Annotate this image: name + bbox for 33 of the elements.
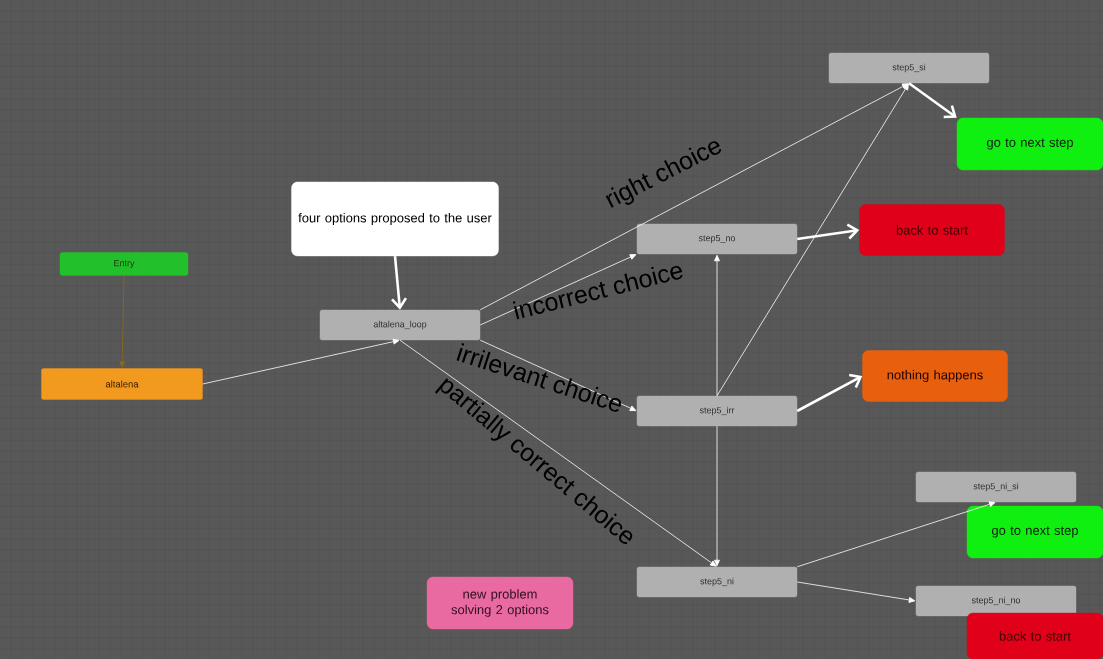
- arrow: [202, 338, 400, 385]
- arrow: [908, 82, 957, 119]
- arrow: [399, 339, 717, 567]
- state-box: step5_si: [828, 52, 990, 84]
- note-box: go to next step: [956, 117, 1103, 171]
- arrow: [391, 256, 408, 310]
- state-box: step5_ni: [636, 566, 798, 598]
- note-box: go to next step: [966, 505, 1103, 559]
- state-box: altalena: [41, 368, 203, 400]
- arrow: [796, 373, 863, 413]
- arrow: [716, 83, 909, 397]
- note-box: back to start: [859, 204, 1005, 256]
- note-box: nothing happens: [862, 350, 1008, 402]
- arrow: [119, 275, 126, 368]
- arrow: [714, 254, 720, 397]
- edge-label: incorrect choice: [512, 265, 683, 320]
- state-box: step5_irr: [636, 395, 798, 427]
- note-box: back to start: [966, 612, 1103, 659]
- callout-box: four options proposed to the user: [291, 181, 499, 257]
- arrow: [796, 581, 916, 603]
- state-box: step5_no: [636, 223, 798, 255]
- note-box: new problem solving 2 options: [426, 576, 574, 630]
- state-box: step5_ni_no: [915, 585, 1077, 617]
- state-box: step5_ni_si: [915, 471, 1077, 503]
- arrow: [714, 425, 720, 567]
- arrow: [796, 501, 996, 568]
- entry-box: Entry: [59, 252, 189, 276]
- arrow: [479, 83, 909, 311]
- edge-label: right choice: [605, 141, 722, 208]
- arrow: [479, 254, 637, 326]
- arrow: [797, 223, 860, 241]
- state-box: altalena_loop: [319, 309, 481, 341]
- arrow: [479, 339, 637, 411]
